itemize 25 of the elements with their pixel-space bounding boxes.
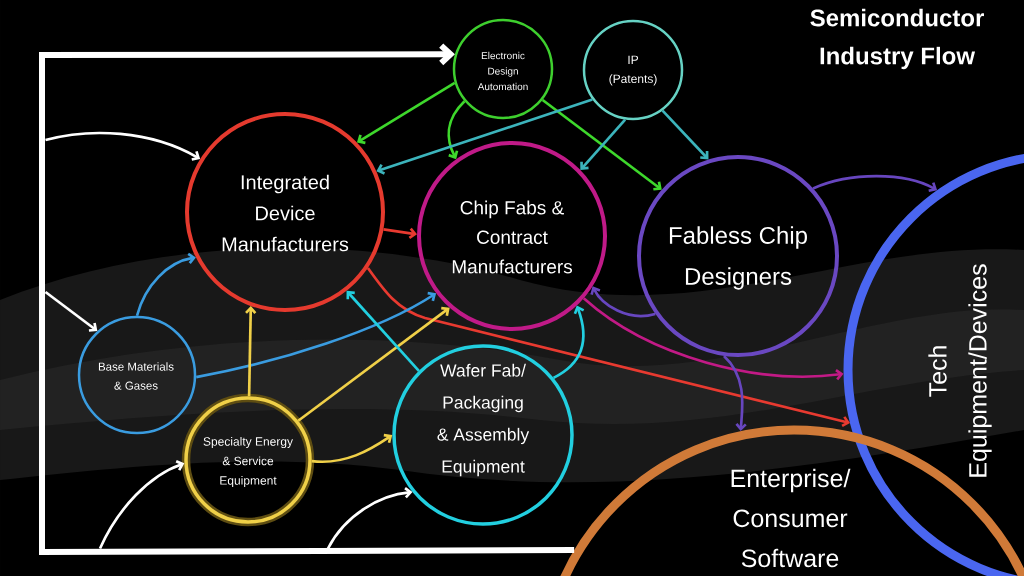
- arrow: [812, 174, 938, 193]
- arrow: [44, 290, 98, 332]
- arrow: [582, 297, 844, 381]
- arrow: [98, 459, 185, 550]
- arrow: [723, 355, 747, 432]
- arrow: [376, 98, 593, 175]
- arrow: [326, 487, 413, 550]
- arrow: [580, 118, 627, 170]
- title: Semiconductor Industry Flow: [810, 8, 984, 70]
- arrow: [195, 291, 437, 379]
- arrow: [39, 43, 575, 556]
- arrow: [311, 433, 393, 464]
- arrow: [356, 81, 456, 145]
- arrow: [245, 305, 257, 397]
- arrow: [366, 267, 851, 428]
- arrow: [541, 98, 662, 191]
- arrow: [297, 306, 450, 422]
- arrow: [346, 290, 420, 372]
- arrow: [447, 100, 466, 160]
- arrow: [590, 286, 656, 318]
- arrow: [135, 252, 196, 317]
- arrow: [383, 227, 418, 240]
- arrow: [45, 131, 201, 161]
- arrow: [552, 305, 585, 380]
- arrow: [661, 109, 709, 160]
